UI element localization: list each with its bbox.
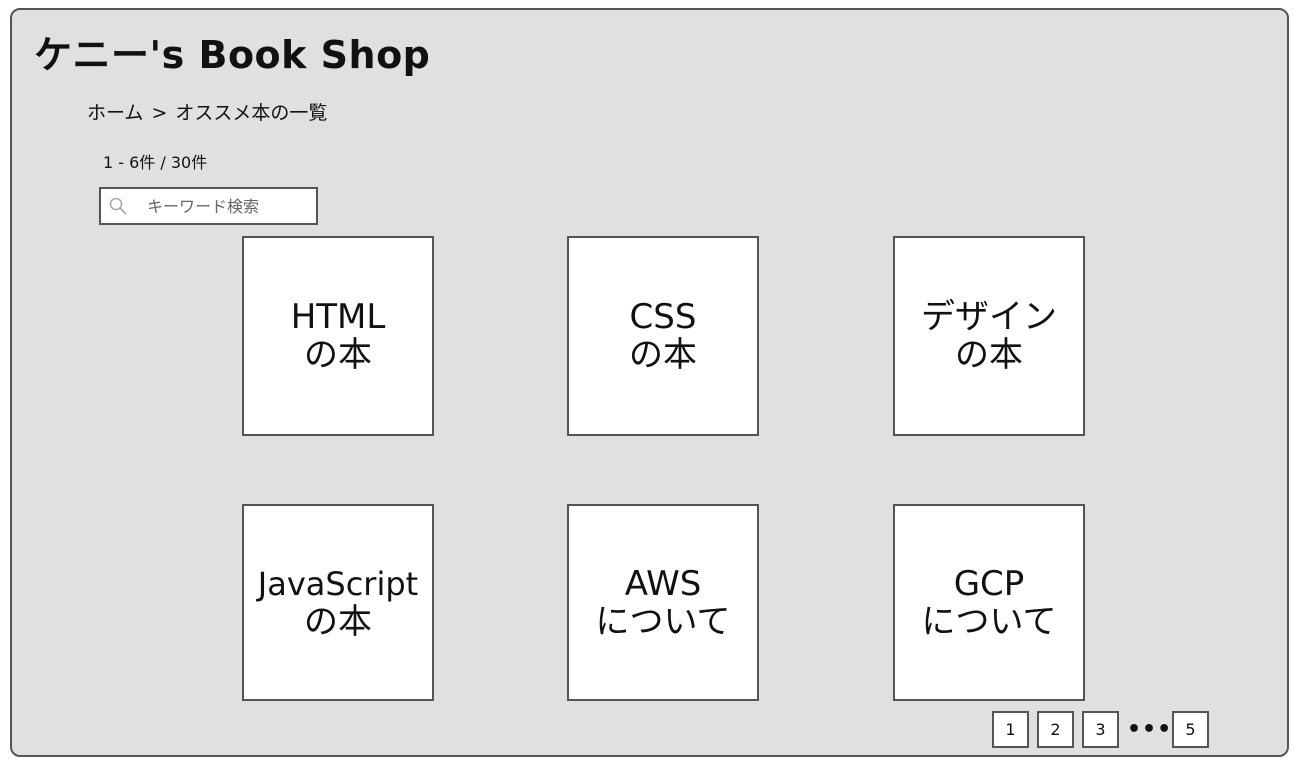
book-subtitle: の本 <box>304 335 372 375</box>
book-card-html[interactable]: HTML の本 <box>242 236 434 436</box>
page-button-3[interactable]: 3 <box>1082 711 1119 748</box>
book-title: JavaScript <box>257 564 419 603</box>
book-title: HTML <box>290 297 386 337</box>
book-card-gcp[interactable]: GCP について <box>893 504 1085 701</box>
breadcrumb-home-link[interactable]: ホーム <box>87 102 144 124</box>
book-subtitle: について <box>921 601 1057 642</box>
book-card-css[interactable]: CSS の本 <box>567 236 759 436</box>
search-input[interactable] <box>145 195 299 217</box>
book-card-design[interactable]: デザイン の本 <box>893 236 1085 436</box>
book-title: GCP <box>953 563 1025 604</box>
book-title: CSS <box>629 297 697 337</box>
app-frame: ケニー's Book Shop ホーム > オススメ本の一覧 1 - 6件 / 30… <box>10 8 1289 757</box>
breadcrumb-separator: > <box>151 102 168 124</box>
page-title: ケニー's Book Shop <box>34 33 431 77</box>
search-icon <box>109 197 127 215</box>
book-card-aws[interactable]: AWS について <box>567 504 759 701</box>
page-button-1[interactable]: 1 <box>992 711 1029 748</box>
book-title: デザイン <box>921 297 1057 337</box>
breadcrumb-current: オススメ本の一覧 <box>175 102 328 124</box>
search-box[interactable] <box>99 187 318 225</box>
page-button-last[interactable]: 5 <box>1172 711 1209 748</box>
result-count: 1 - 6件 / 30件 <box>103 153 208 172</box>
book-subtitle: の本 <box>629 335 697 375</box>
book-title: AWS <box>624 563 702 604</box>
book-subtitle: の本 <box>955 335 1023 375</box>
pagination: 1 2 3 ••• 5 <box>992 711 1217 748</box>
book-card-javascript[interactable]: JavaScript の本 <box>242 504 434 701</box>
book-subtitle: の本 <box>304 601 372 642</box>
pagination-ellipsis: ••• <box>1127 717 1173 742</box>
book-subtitle: について <box>595 601 731 642</box>
breadcrumb: ホーム > オススメ本の一覧 <box>87 98 327 125</box>
page-button-2[interactable]: 2 <box>1037 711 1074 748</box>
